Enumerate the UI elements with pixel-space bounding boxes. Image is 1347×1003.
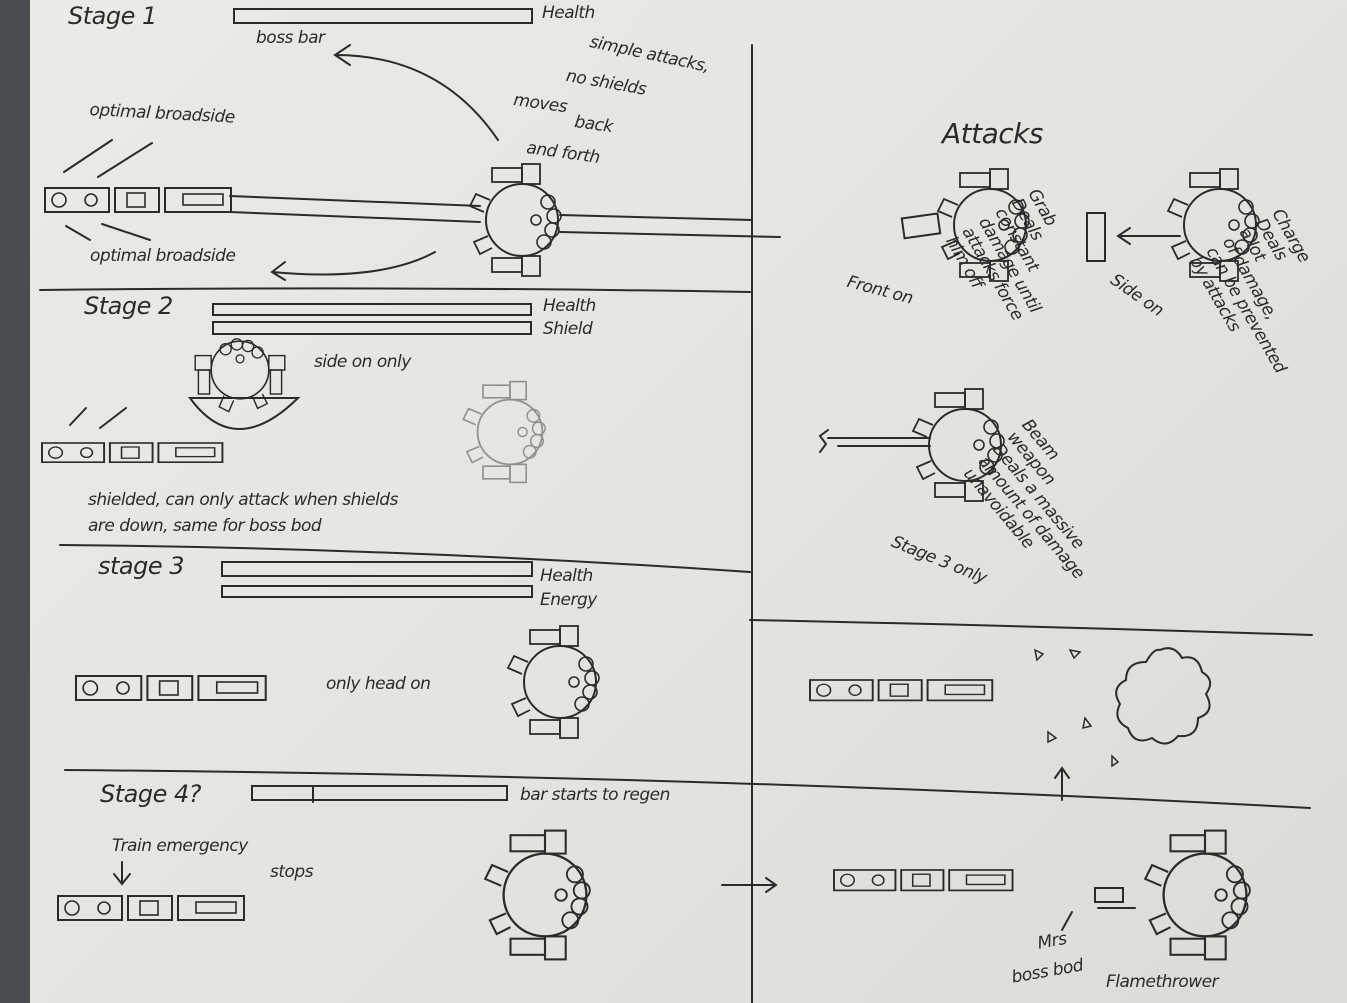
up-arrow (1054, 766, 1070, 801)
stage2-title: Stage 2 (84, 292, 173, 320)
boss-bar-arrow (333, 44, 499, 141)
broadside-arrows-bottom (65, 223, 151, 241)
return-arrow (270, 251, 436, 281)
regen-note: bar starts to regen (520, 785, 670, 805)
stage4-bar (251, 785, 508, 801)
stage1-health-bar (233, 8, 533, 24)
stage1-boss (469, 163, 562, 277)
stage2-health-bar (212, 303, 532, 316)
shield-dish (188, 397, 301, 430)
stage2-shield-label: Shield (543, 319, 593, 339)
stage3-energy-label: Energy (540, 590, 597, 610)
emergency-note-2: stops (270, 862, 314, 882)
flamethrower-label: Flamethrower (1106, 972, 1219, 992)
stage2-boss-faint (462, 380, 546, 484)
final-train (833, 869, 1014, 892)
stage3-health-label: Health (540, 566, 593, 586)
stage1-track (229, 195, 781, 238)
stage3-health-bar (221, 561, 533, 577)
stage3-train (74, 674, 267, 702)
paper-sheet (30, 0, 1347, 1003)
boss-bar-label: boss bar (256, 28, 325, 48)
stage2-health-label: Health (543, 296, 596, 316)
charge-target (1086, 212, 1106, 262)
broadside-arrows-top (63, 139, 153, 178)
stage2-arrows (69, 407, 127, 429)
side-on-note: side on only (314, 352, 411, 372)
grabbed-train-car (900, 212, 942, 240)
stage2-note-1: shielded, can only attack when shields (88, 490, 398, 510)
stage1-train (44, 187, 232, 213)
attacks-title: Attacks (942, 117, 1043, 150)
explosion (1115, 647, 1212, 745)
charge-arrow (1116, 227, 1181, 245)
flamethrower (1094, 887, 1124, 903)
mrs-arrow (1061, 911, 1073, 931)
stage2-note-2: are down, same for boss bod (88, 516, 322, 536)
stage3-energy-bar (221, 585, 533, 598)
stage1-title: Stage 1 (68, 2, 157, 30)
beam (818, 429, 931, 453)
transition-arrow (721, 877, 778, 893)
debris (1033, 648, 1120, 768)
head-on-note: only head on (326, 674, 431, 694)
stage1-divider (39, 287, 751, 293)
final-boss (1144, 829, 1251, 961)
stage4-boss (484, 829, 591, 961)
broadside-bottom-label: optimal broadside (90, 246, 236, 266)
stage2-boss-shielded (194, 337, 286, 413)
stage3-boss (507, 625, 600, 739)
emergency-arrow (113, 861, 131, 886)
stage2-shield-bar (212, 321, 532, 335)
stage1-health-label: Health (542, 3, 595, 23)
stage3-title: stage 3 (98, 552, 185, 580)
post-train (809, 679, 994, 702)
attacks-divider (749, 619, 1313, 636)
stage2-divider (59, 544, 751, 573)
stage2-train (41, 442, 224, 464)
emergency-note-1: Train emergency (112, 836, 248, 856)
stage3-divider (64, 769, 1311, 809)
stage4-train (57, 895, 245, 921)
stage4-title: Stage 4? (100, 780, 202, 808)
